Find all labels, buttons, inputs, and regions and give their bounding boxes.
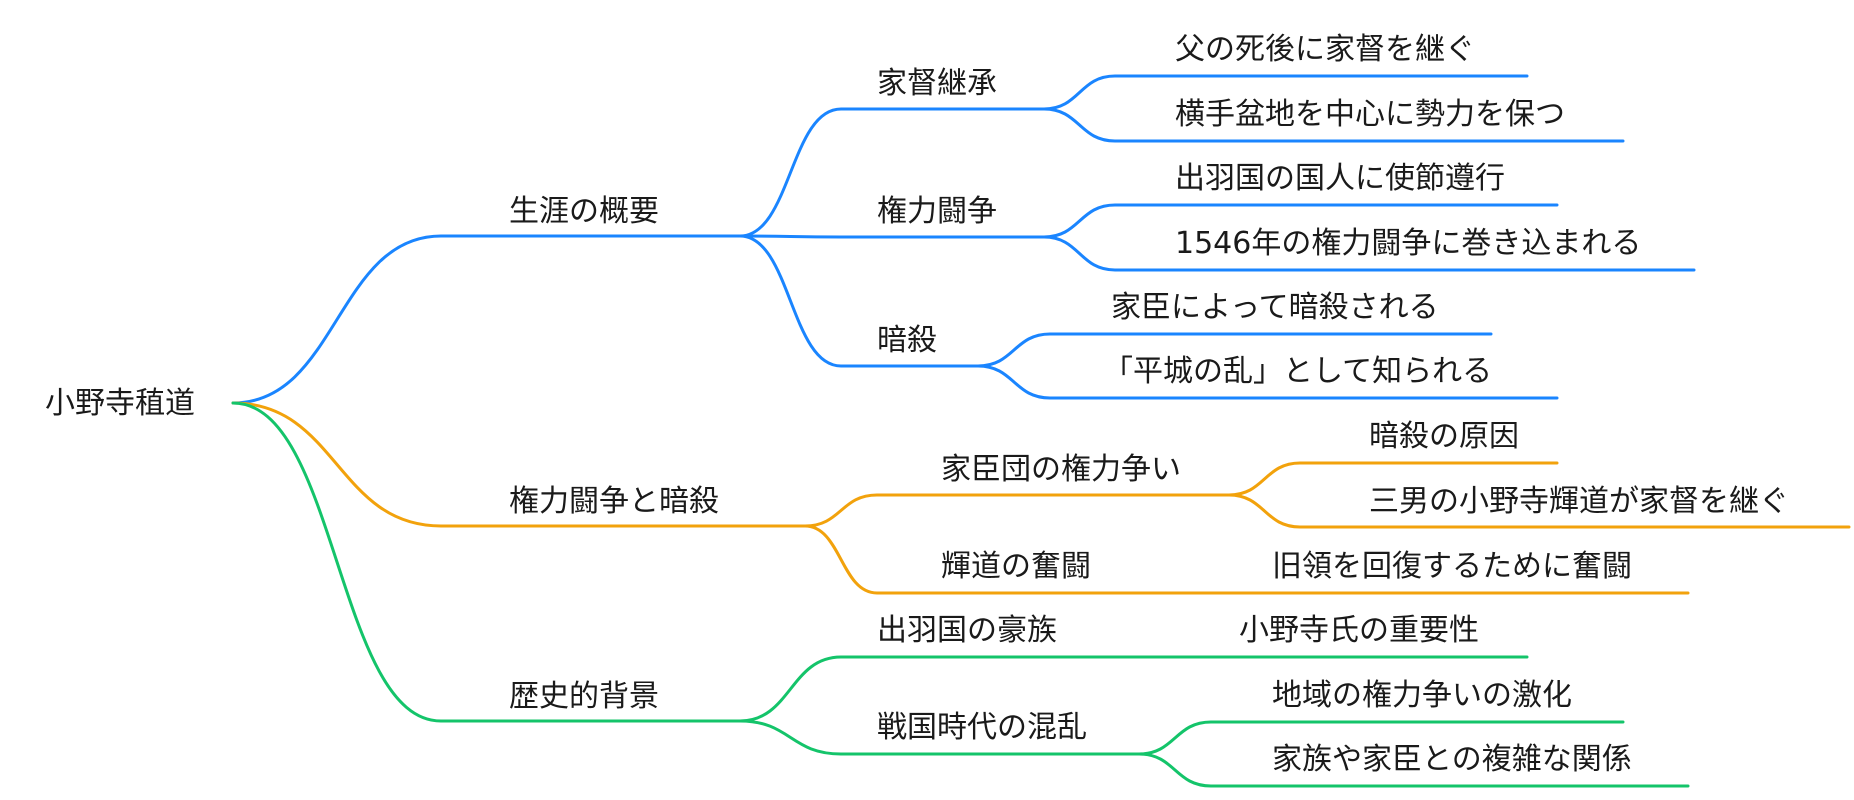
edge-root-branch-1	[231, 234, 742, 405]
edge-l3	[1227, 493, 1851, 529]
branch-node-life-overview[interactable]: 生涯の概要	[509, 194, 659, 229]
node-retainer-power-struggle[interactable]: 家臣団の権力争い	[941, 452, 1181, 487]
leaf-node[interactable]: 家族や家臣との複雑な関係	[1272, 742, 1632, 777]
leaf-node[interactable]: 旧領を回復するために奮闘	[1272, 549, 1632, 584]
node-succession[interactable]: 家督継承	[877, 66, 997, 101]
edge-l3	[1042, 203, 1559, 239]
edge-l3	[1042, 74, 1529, 111]
branch-node-historical-background[interactable]: 歴史的背景	[509, 679, 659, 714]
edge-l3	[976, 332, 1493, 368]
edge-l3	[1227, 461, 1559, 497]
leaf-node[interactable]: 出羽国の国人に使節遵行	[1175, 161, 1505, 196]
leaf-node[interactable]: 父の死後に家督を継ぐ	[1175, 32, 1475, 67]
edge-root-branch-2	[231, 401, 807, 528]
leaf-node[interactable]: 家臣によって暗殺される	[1111, 290, 1439, 325]
leaf-node[interactable]: 1546年の権力闘争に巻き込まれる	[1175, 226, 1642, 261]
edge-l2	[738, 107, 1046, 238]
edge-l3	[1042, 107, 1625, 143]
leaf-node[interactable]: 小野寺氏の重要性	[1239, 613, 1479, 648]
node-terumichi-struggle[interactable]: 輝道の奮闘	[941, 549, 1091, 584]
edge-l2	[803, 524, 1690, 595]
edge-l2	[738, 655, 1529, 723]
node-assassination[interactable]: 暗殺	[877, 323, 937, 358]
edge-l2	[738, 234, 1046, 239]
leaf-node[interactable]: 三男の小野寺輝道が家督を継ぐ	[1369, 484, 1789, 519]
edge-l2	[803, 493, 1231, 528]
leaf-node[interactable]: 地域の権力争いの激化	[1272, 678, 1572, 713]
edge-l3	[1137, 720, 1625, 756]
node-dewa-clan[interactable]: 出羽国の豪族	[877, 613, 1057, 648]
edge-root-branch-3	[231, 401, 742, 723]
leaf-node[interactable]: 暗殺の原因	[1369, 419, 1519, 454]
leaf-node[interactable]: 横手盆地を中心に勢力を保つ	[1175, 97, 1565, 132]
node-power-struggle[interactable]: 権力闘争	[877, 194, 997, 229]
edge-l3	[1137, 752, 1690, 788]
leaf-node[interactable]: 「平城の乱」として知られる	[1103, 354, 1493, 389]
edge-l2	[738, 719, 1141, 756]
branch-node-power-struggle-assassination[interactable]: 権力闘争と暗殺	[509, 484, 719, 519]
edge-l2	[738, 234, 980, 368]
edge-l3	[976, 364, 1559, 400]
edge-l3	[1042, 235, 1696, 272]
node-sengoku-turmoil[interactable]: 戦国時代の混乱	[877, 710, 1087, 745]
root-node[interactable]: 小野寺稙道	[45, 386, 195, 421]
